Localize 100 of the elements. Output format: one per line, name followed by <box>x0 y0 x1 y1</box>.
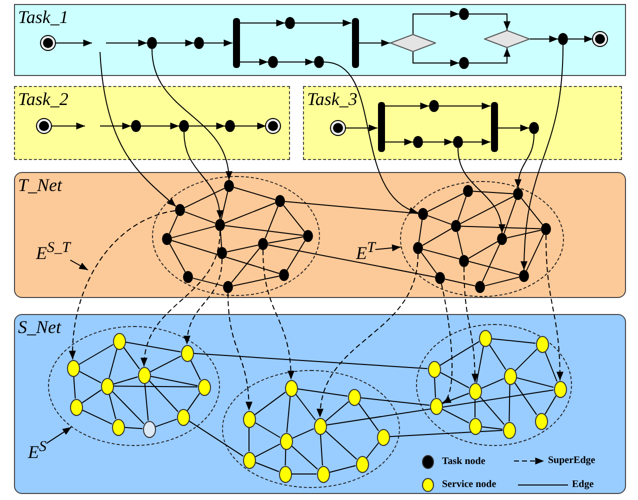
edge-line <box>389 430 503 438</box>
arrow <box>458 148 505 234</box>
task-node <box>429 100 439 112</box>
edge-line <box>360 397 430 406</box>
edge-line <box>506 230 542 238</box>
edge-line <box>78 370 102 384</box>
dashed-ellipse <box>416 324 572 446</box>
task-node <box>285 17 295 29</box>
edge-line <box>422 248 520 276</box>
edge-line <box>488 344 506 370</box>
service-node <box>316 466 330 482</box>
edge-line <box>81 389 102 404</box>
edge-line <box>264 206 278 240</box>
service-node <box>536 336 548 352</box>
task-node <box>418 208 428 220</box>
task-node <box>131 120 141 132</box>
math-label: E$^{T}$ <box>356 238 376 263</box>
edge-line <box>184 211 216 224</box>
edge-line <box>460 226 542 230</box>
edge-line <box>442 408 470 424</box>
edge-line <box>479 396 505 425</box>
service-node <box>138 366 150 384</box>
arrow <box>384 102 430 110</box>
task-node <box>223 281 233 293</box>
edge-line <box>358 402 379 432</box>
service-node <box>468 418 482 434</box>
edge-line <box>295 394 316 420</box>
arrow <box>468 48 510 64</box>
arrow <box>184 132 223 220</box>
edge-line <box>108 394 116 420</box>
edge-line <box>514 382 538 416</box>
edge-line <box>232 276 280 286</box>
edge-line <box>190 360 201 380</box>
edge-line <box>112 376 138 385</box>
task-node <box>513 188 523 200</box>
arrow <box>358 40 390 46</box>
task-node <box>217 247 227 259</box>
edge-line <box>150 376 198 386</box>
edge-line <box>171 240 280 274</box>
service-node <box>478 330 492 346</box>
panel <box>14 172 626 298</box>
edge-line <box>284 201 418 214</box>
arrow <box>497 124 530 132</box>
edge-line <box>434 377 436 398</box>
service-node <box>242 410 256 428</box>
task-node <box>279 269 289 281</box>
dashed-arrow <box>184 258 222 345</box>
service-node <box>176 408 190 426</box>
service-node <box>278 466 292 482</box>
arrow <box>100 122 132 130</box>
arrow <box>462 138 491 146</box>
edge-line <box>328 465 356 473</box>
dashed-arrow <box>440 283 453 404</box>
arrow <box>468 14 510 30</box>
service-node <box>242 452 256 468</box>
dashed-arrow <box>546 234 564 381</box>
arrow <box>520 44 564 270</box>
edge-line <box>254 392 286 416</box>
service-node <box>534 412 548 430</box>
service-node <box>180 344 194 362</box>
service-node <box>70 398 82 416</box>
panel <box>303 86 622 160</box>
arrow <box>156 40 194 46</box>
task-node <box>453 136 463 148</box>
edge-line <box>472 190 514 194</box>
task-node <box>175 204 185 216</box>
edge-line <box>324 401 350 422</box>
terminal-node <box>331 121 345 135</box>
edge-line <box>286 240 306 271</box>
task-node <box>497 233 507 245</box>
service-node <box>356 456 368 472</box>
leader-line <box>70 260 88 270</box>
arrow <box>278 58 314 66</box>
service-node <box>554 380 566 398</box>
arrow <box>152 48 232 180</box>
edge-line <box>444 278 476 286</box>
edge-line <box>144 382 149 422</box>
edge-line <box>169 244 186 272</box>
edge-line <box>283 204 305 232</box>
dashed-ellipse <box>152 176 320 296</box>
dashed-ellipse <box>222 370 400 488</box>
task-node <box>541 223 551 235</box>
arrow <box>140 122 180 130</box>
task-node <box>303 230 313 242</box>
terminal-node <box>593 32 607 46</box>
edge-line <box>420 252 438 274</box>
edge-line <box>192 278 224 286</box>
edge-line <box>457 196 467 221</box>
edge-line <box>112 390 144 424</box>
arrow <box>234 122 266 130</box>
edge-line <box>468 241 498 259</box>
task-node <box>194 37 204 49</box>
panel-title: T_Net <box>18 175 62 195</box>
edge-line <box>233 186 276 200</box>
task-node <box>459 255 469 267</box>
task-node <box>475 281 485 293</box>
arrow <box>50 122 86 130</box>
task-node <box>451 220 461 232</box>
panel-title: Task_2 <box>18 89 68 109</box>
edge-line <box>427 192 464 212</box>
